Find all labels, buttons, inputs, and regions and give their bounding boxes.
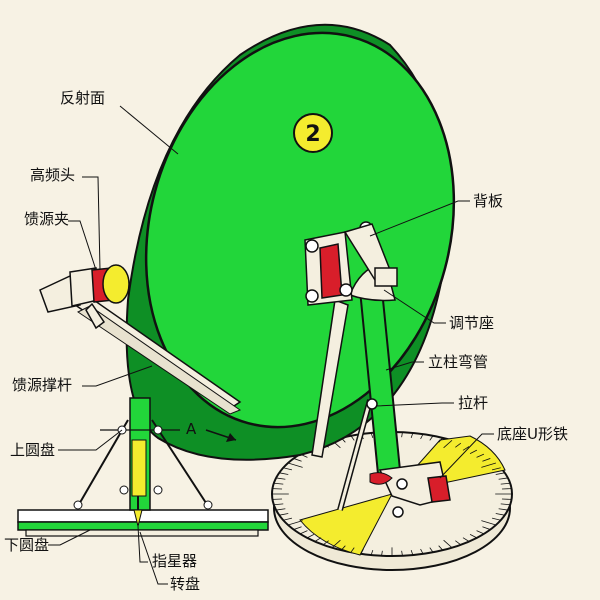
label-adjust-seat: 调节座 [449,314,494,332]
pull-rod [337,398,378,511]
dial-tick [469,449,478,455]
dial-tick [279,472,289,475]
dial-tick [481,462,497,468]
dial-tick [429,547,434,553]
dial-tick [455,540,462,546]
dial-tick [276,508,286,511]
dial-tick [331,539,341,548]
dial-tick [306,533,315,539]
reflector-dish [125,23,456,461]
dial-tick [314,537,322,542]
label-column-tube: 立柱弯管 [428,353,488,371]
dial-tick [293,526,302,530]
dial-tick [491,467,501,471]
dial-tick [370,432,374,438]
column-tube [311,261,402,476]
dial-tick [429,435,434,441]
label-back-plate: 背板 [473,192,503,210]
dial-tick [360,548,364,555]
dial-tick [500,482,511,485]
dial-tick [410,432,414,438]
dial-tick [299,530,308,535]
detail-inset [17,397,269,537]
badge-number: 2 [305,122,320,147]
label-turntable: 转盘 [170,575,200,593]
dial-tick [340,545,346,551]
dial-tick [279,513,289,516]
label-star-pointer: 指星器 [152,552,197,570]
label-pull-rod: 拉杆 [458,394,488,412]
label-lnb: 高频头 [30,166,75,184]
dial-tick [498,477,508,480]
dial-tick [322,540,329,546]
dial-tick [443,539,453,548]
dial-tick [273,503,284,506]
lnb-feed-horn [39,264,130,330]
dial-tick [476,453,485,458]
dial-tick [495,513,505,516]
dial-tick [420,433,424,440]
dial-tick [283,467,293,471]
dial-ticks [272,432,512,556]
number-badge: 2 [293,113,333,153]
feed-strut [66,295,242,415]
dial-tick [438,545,444,551]
view-arrow-a: A [186,420,237,442]
dial-tick [293,458,302,462]
dial-tick [495,472,505,475]
dial-tick [350,547,355,553]
dial-tick [401,432,403,438]
dial-tick [481,520,497,526]
dial-tick [498,508,508,511]
dial-tick [420,548,424,555]
label-upper-disc: 上圆盘 [10,441,55,459]
dial-tick [482,458,491,462]
arrow-a-label: A [186,420,197,438]
base-u-bracket [369,461,451,518]
dial-tick [476,530,485,535]
dial-tick [276,477,286,480]
label-feed-strut: 馈源撑杆 [12,376,72,394]
dial-tick [401,550,403,556]
dial-tick [462,537,470,542]
dial-tick [287,520,303,526]
leader-lines [48,105,494,585]
dial-tick [438,437,444,443]
dial-tick [350,435,355,441]
dial-tick [283,517,293,521]
dial-tick [455,442,462,448]
dial-tick [462,446,470,451]
dial-tick [482,526,491,530]
dial-tick [410,550,414,556]
dial-tick [469,533,478,539]
label-feed-clamp: 馈源夹 [24,210,69,228]
back-plate [304,221,398,306]
label-lower-disc: 下圆盘 [4,536,49,554]
label-base-u-bracket: 底座U形铁 [497,425,568,443]
label-reflector: 反射面 [60,89,105,107]
dial-tick [273,482,284,485]
dial-tick [491,517,501,521]
dial-tick [443,440,453,449]
dial-tick [381,550,383,556]
dial-tick [287,462,303,468]
dial-tick [500,503,511,506]
dial-tick [370,550,374,556]
